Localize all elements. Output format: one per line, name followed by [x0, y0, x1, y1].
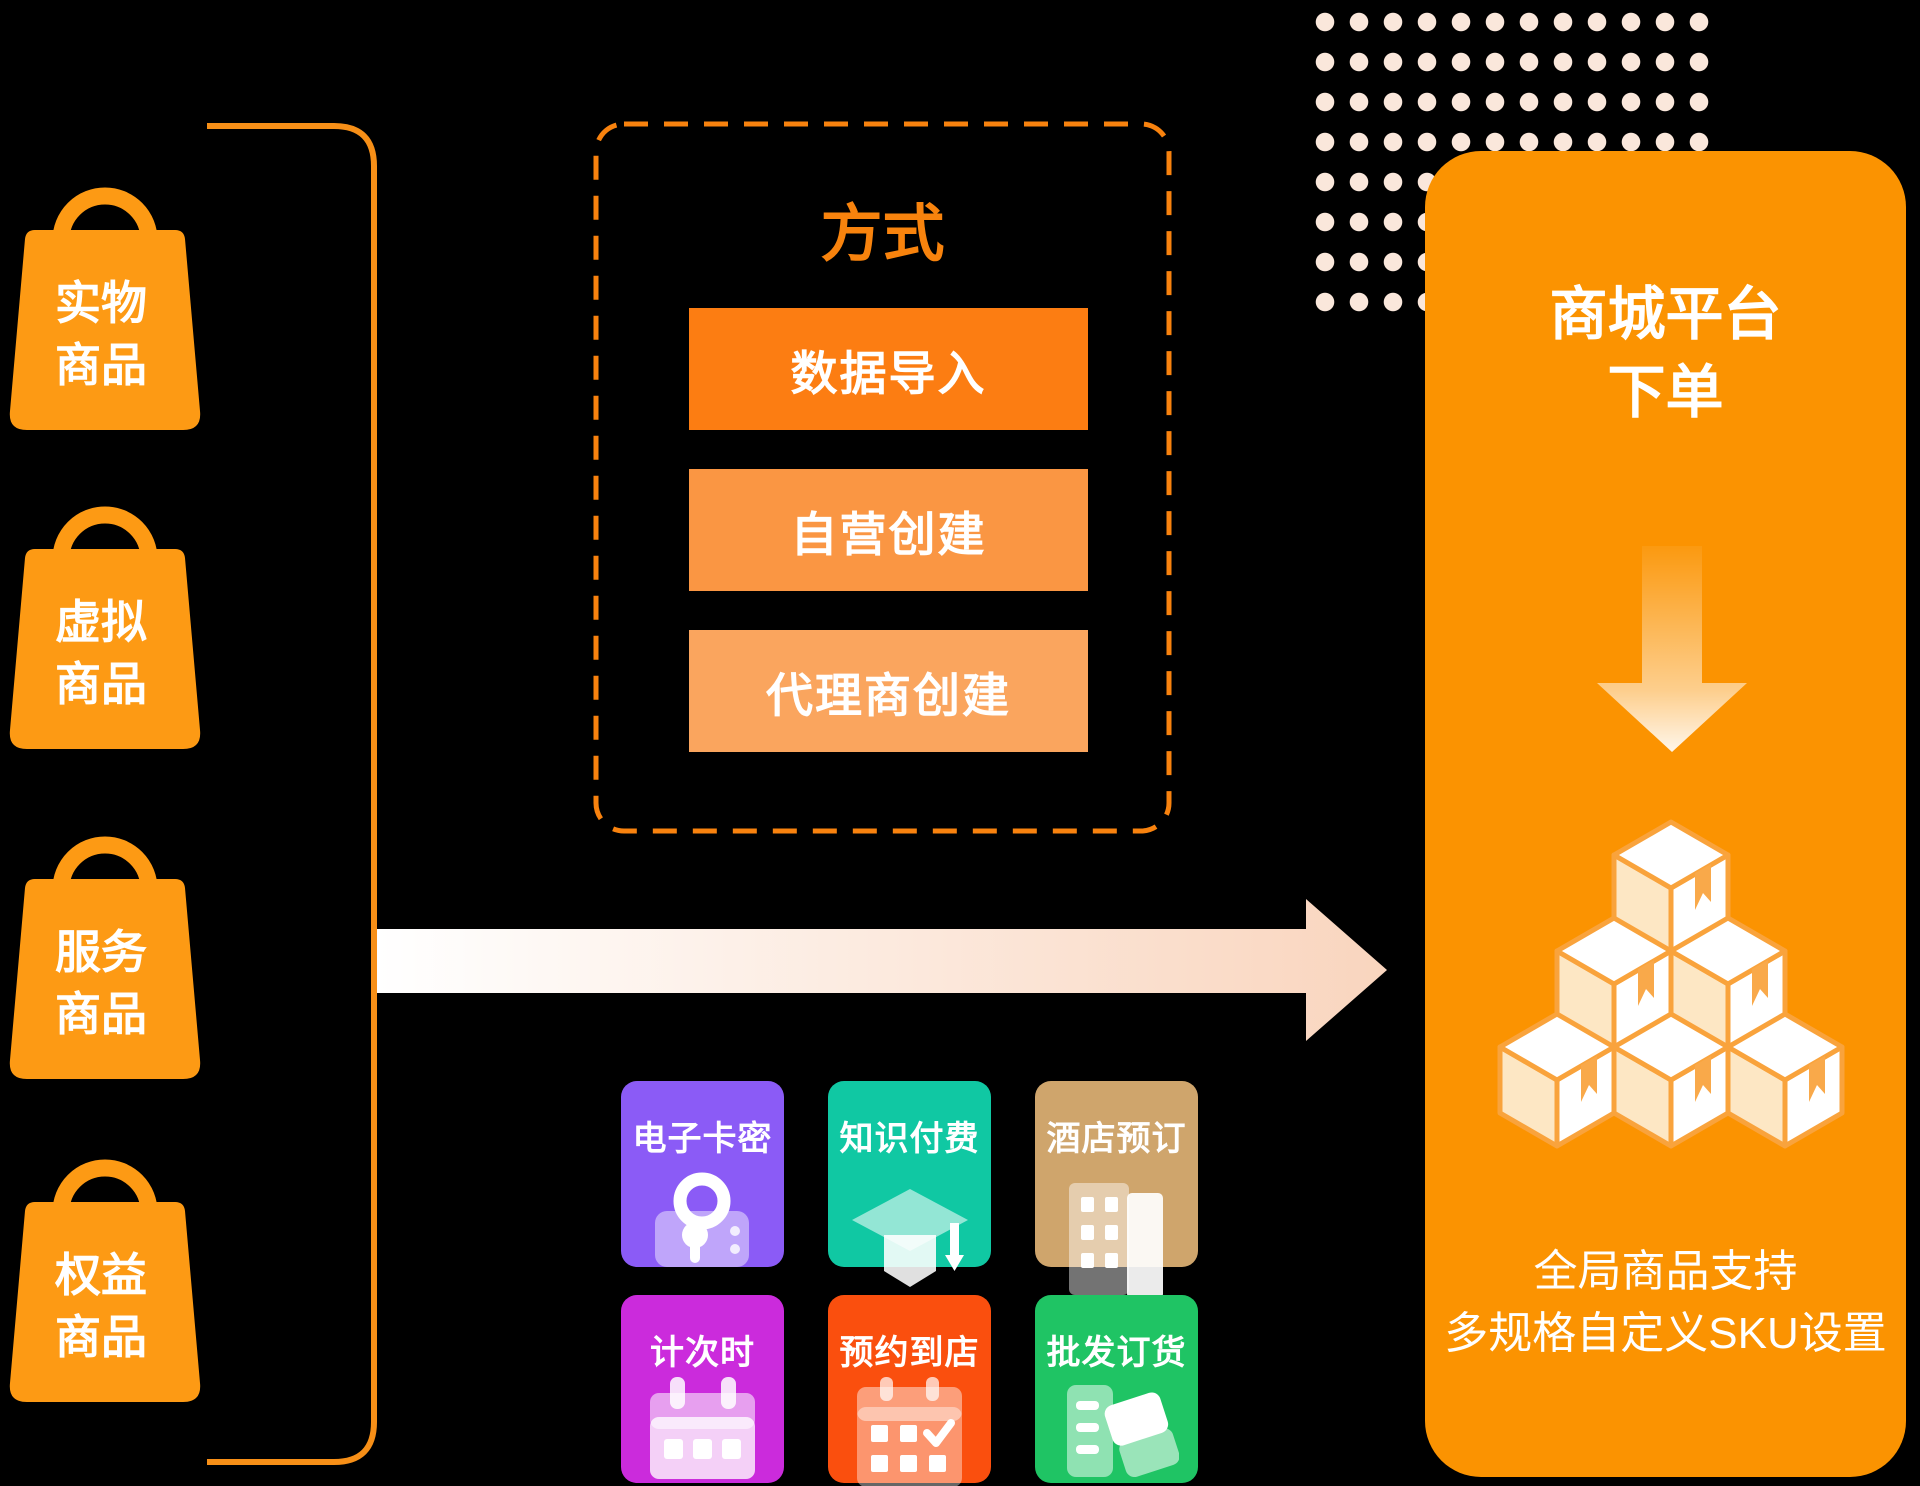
method-button-self-create: 自营创建: [689, 469, 1088, 591]
down-arrow-icon: [1597, 546, 1747, 752]
tile-knowledge: 知识付费: [828, 1081, 991, 1287]
tile-ecard: 电子卡密: [621, 1081, 784, 1267]
bag-label: 服务: [55, 926, 147, 978]
graduation-cap-icon: [852, 1189, 968, 1287]
lock-icon: [655, 1172, 749, 1267]
mall-panel-caption: 全局商品支持 多规格自定义SKU设置: [1425, 1241, 1906, 1365]
dashed-border: [593, 121, 1172, 834]
bag-label: 商品: [55, 1311, 147, 1363]
tile-label: 酒店预订: [1046, 1120, 1187, 1158]
shopping-bag-icon: [9, 836, 201, 1079]
bag-label: 权益: [55, 1249, 147, 1301]
tile-label: 预约到店: [839, 1334, 980, 1372]
boxes-stack-icon: [1490, 810, 1850, 1150]
tile-label: 知识付费: [839, 1120, 980, 1158]
bracket-line: [207, 123, 377, 1465]
method-box-title: 方式: [820, 200, 945, 269]
bag-label: 商品: [55, 339, 147, 391]
tile-hotel: 酒店预订: [1035, 1081, 1198, 1308]
tile-reservation: 预约到店: [828, 1295, 991, 1486]
shopping-bag-icon: [9, 506, 201, 749]
tile-label: 电子卡密: [632, 1120, 773, 1158]
shopping-bag-icon: [9, 187, 201, 430]
tile-label: 批发订货: [1046, 1334, 1187, 1372]
mall-panel-title: 商城平台 下单: [1425, 276, 1906, 432]
flow-arrow: [377, 899, 1387, 1041]
mall-panel: 商城平台 下单: [1425, 151, 1906, 1477]
method-button-data-import: 数据导入: [689, 308, 1088, 430]
bag-item-service: 服务 商品: [5, 832, 201, 1082]
tile-wholesale: 批发订货: [1035, 1295, 1198, 1483]
bag-item-rights: 权益 商品: [5, 1155, 201, 1405]
tile-label: 计次时: [650, 1334, 755, 1372]
mall-panel-caption-line2: 多规格自定义SKU设置: [1444, 1309, 1887, 1358]
bag-label: 商品: [55, 658, 147, 710]
mall-panel-title-line1: 商城平台: [1549, 282, 1782, 347]
bag-item-virtual: 虚拟 商品: [5, 502, 201, 752]
bag-label: 虚拟: [55, 596, 147, 648]
wholesale-receipt-icon: [1067, 1385, 1179, 1478]
method-box: 方式 数据导入 自营创建 代理商创建: [593, 121, 1172, 834]
tile-count-billing: 计次时: [621, 1295, 784, 1483]
calendar-pins-icon: [650, 1377, 755, 1479]
method-button-agent-create: 代理商创建: [689, 630, 1088, 752]
shopping-bag-icon: [9, 1159, 201, 1402]
bag-label: 商品: [55, 988, 147, 1040]
hotel-building-icon: [1069, 1183, 1173, 1308]
bag-label: 实物: [55, 277, 147, 329]
mall-panel-title-line2: 下单: [1607, 360, 1724, 425]
bag-item-physical: 实物 商品: [5, 183, 201, 433]
calendar-check-icon: [857, 1377, 962, 1486]
mall-panel-caption-line1: 全局商品支持: [1533, 1247, 1798, 1296]
